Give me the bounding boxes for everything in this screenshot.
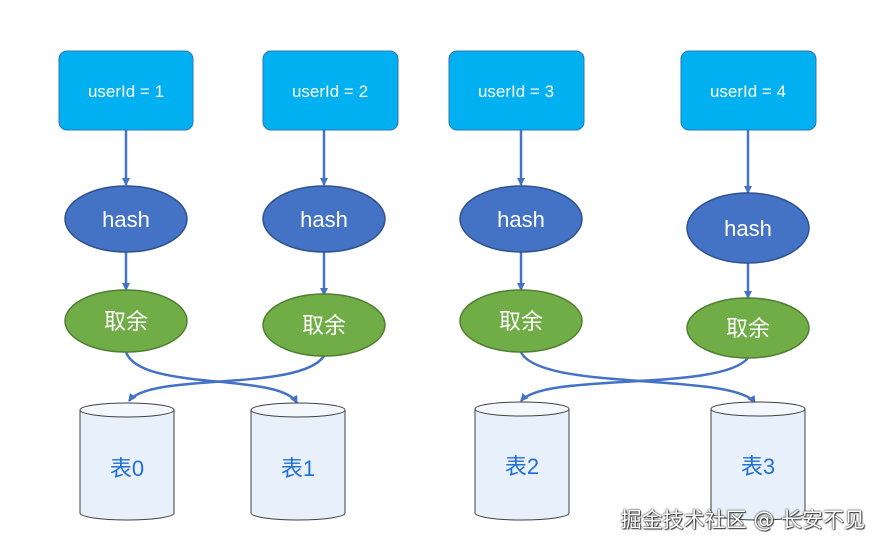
- hash-node-1-label: hash: [102, 207, 150, 232]
- watermark: 掘金技术社区 @ 长安不见: [620, 508, 865, 532]
- mod-node-4: 取余: [686, 297, 810, 359]
- hash-node-4-label: hash: [724, 216, 772, 241]
- arrow-mod3-to-table3: [519, 351, 757, 404]
- mod-node-2-label: 取余: [302, 313, 346, 338]
- table-1-label: 表1: [281, 456, 315, 481]
- user-box-2: userId = 2: [262, 50, 399, 131]
- hash-node-1: hash: [64, 185, 188, 253]
- table-cylinder-2: 表2: [474, 401, 570, 521]
- table-cylinder-0: 表0: [79, 402, 175, 521]
- mod-node-3-label: 取余: [499, 309, 543, 334]
- mod-node-3: 取余: [459, 289, 583, 353]
- mod-node-4-label: 取余: [726, 316, 770, 341]
- table-cylinder-1: 表1: [250, 402, 346, 521]
- arrow-mod2-to-table0: [127, 355, 326, 402]
- user-box-3: userId = 3: [448, 50, 585, 131]
- user-box-4: userId = 4: [680, 50, 817, 131]
- user-box-1: userId = 1: [58, 50, 194, 131]
- table-3-label: 表3: [741, 454, 775, 479]
- user-box-1-label: userId = 1: [88, 82, 164, 101]
- hash-node-2-label: hash: [300, 207, 348, 232]
- hash-node-4: hash: [686, 192, 810, 264]
- hash-node-3: hash: [459, 185, 583, 253]
- mod-node-1-label: 取余: [104, 309, 148, 334]
- mod-node-1: 取余: [64, 289, 188, 353]
- arrow-mod1-to-table1: [124, 351, 299, 404]
- user-box-3-label: userId = 3: [478, 82, 554, 101]
- table-2-label: 表2: [505, 454, 539, 479]
- table-cylinder-3: 表3: [710, 401, 806, 521]
- hash-node-3-label: hash: [497, 207, 545, 232]
- mod-node-2: 取余: [262, 293, 386, 357]
- arrow-mod4-to-table2: [520, 357, 749, 402]
- user-box-2-label: userId = 2: [292, 82, 368, 101]
- table-0-label: 表0: [110, 456, 144, 481]
- user-box-4-label: userId = 4: [710, 82, 786, 101]
- hash-node-2: hash: [262, 185, 386, 253]
